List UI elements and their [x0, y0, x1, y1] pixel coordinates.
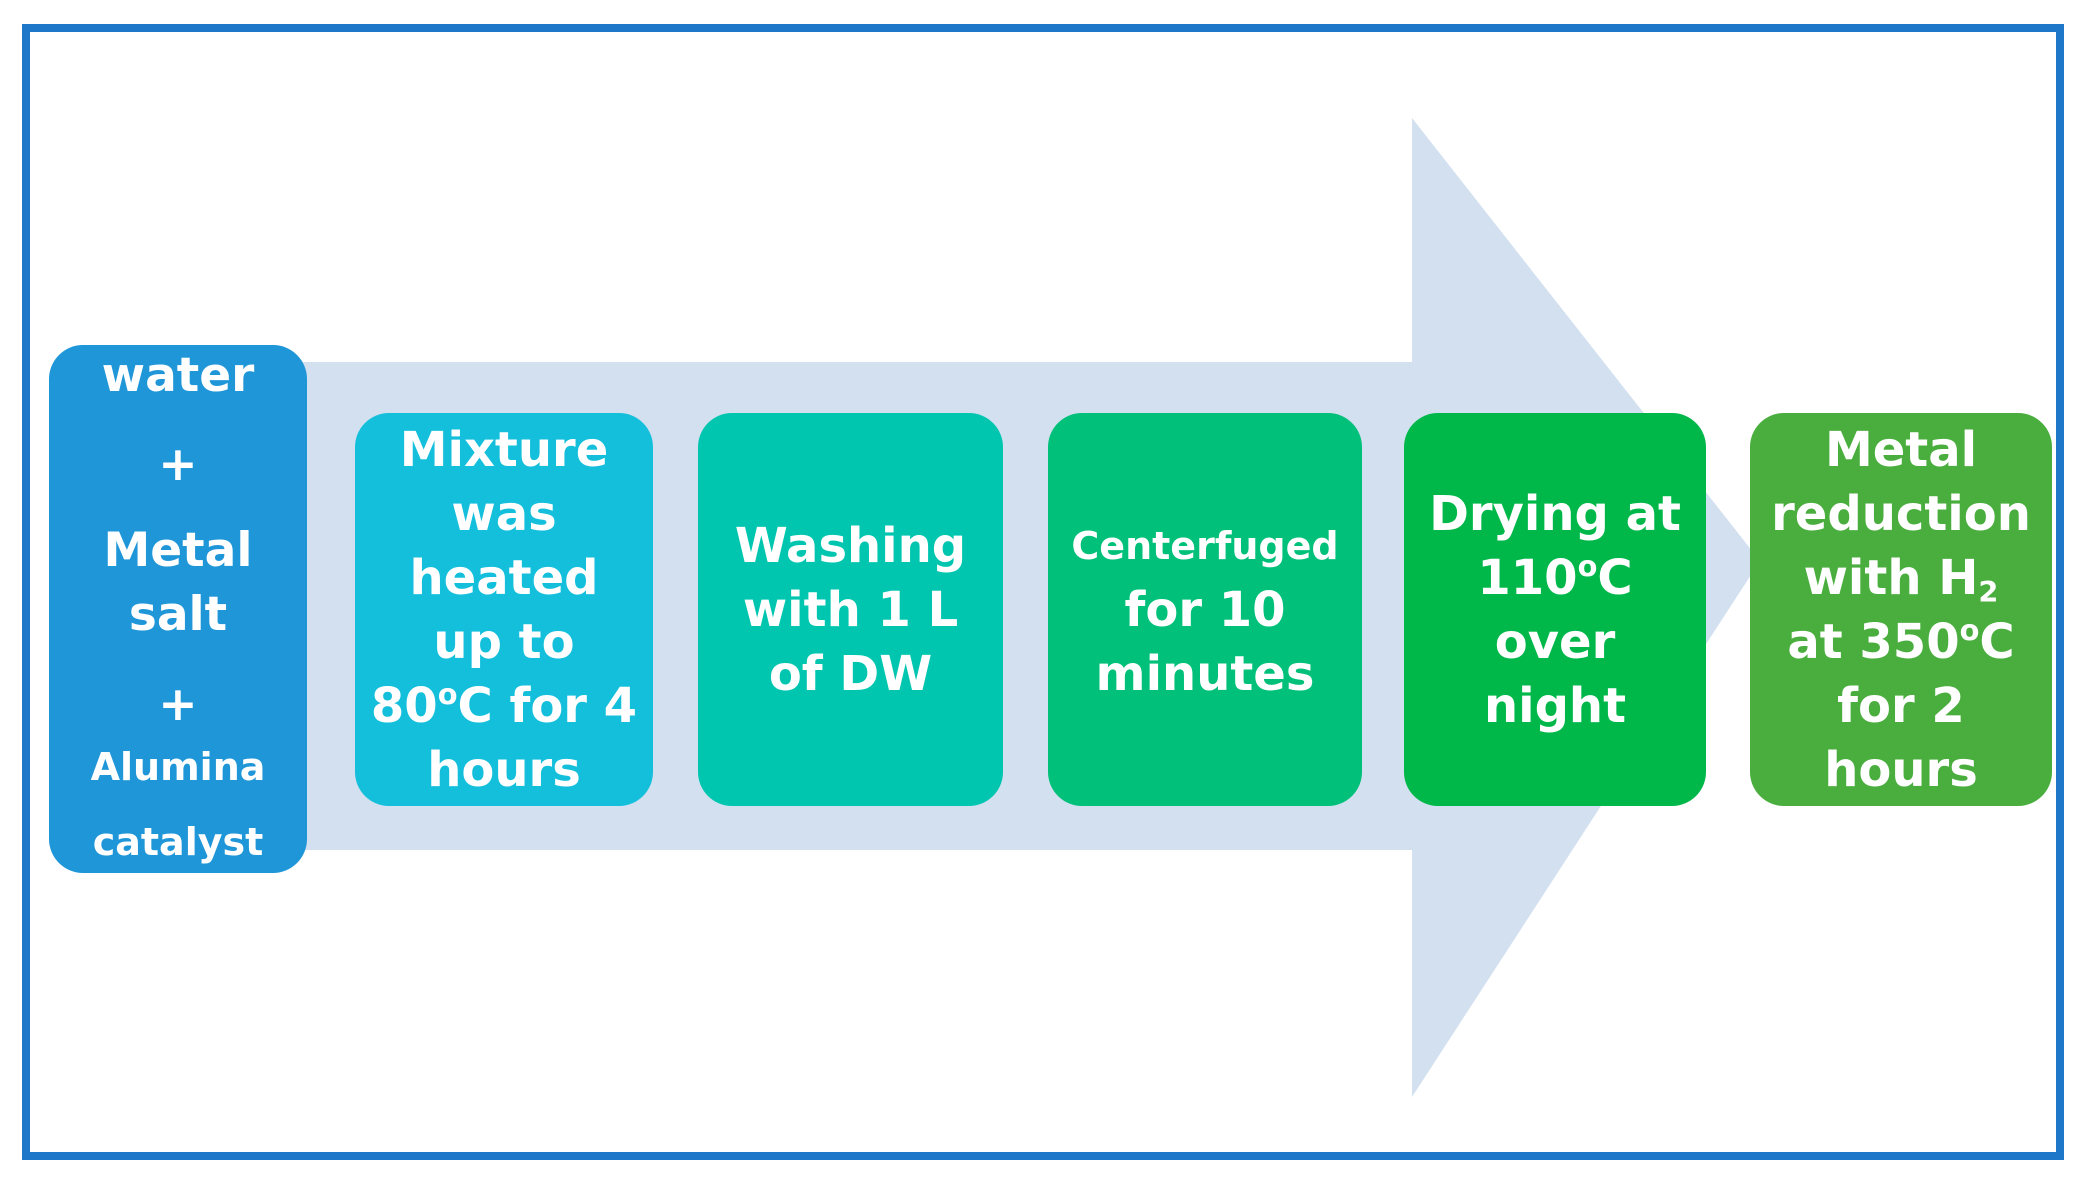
temperature-value: at 350 — [1787, 613, 1960, 670]
step-line: Alumina — [90, 745, 266, 789]
step-line: Metal — [1824, 421, 1978, 478]
step-line: + — [158, 437, 198, 492]
step-line: Washing — [734, 517, 967, 574]
step-line: Centerfuged — [1071, 523, 1339, 568]
degree-sign: o — [1577, 549, 1598, 584]
step-line: with H2 — [1804, 546, 1999, 610]
step-line: at 350oC — [1787, 610, 2014, 674]
step-line-rest: C for 4 — [457, 677, 638, 734]
step-centrifuge: Centerfuged for 10 minutes — [1048, 413, 1362, 806]
step-line: up to — [433, 613, 575, 670]
step-line: over — [1494, 613, 1616, 670]
step-line: minutes — [1095, 645, 1315, 702]
step-line: of DW — [768, 645, 933, 702]
temperature-value: 110 — [1477, 549, 1578, 606]
step-line: reduction — [1771, 485, 2031, 542]
step-line: Drying at — [1429, 485, 1681, 542]
step-line: hours — [427, 741, 581, 798]
step-line: Metal — [103, 523, 253, 578]
step-line: Mixture — [399, 421, 609, 478]
hydrogen-subscript: 2 — [1978, 575, 1999, 610]
step-line: was — [451, 485, 557, 542]
step-washing: Washing with 1 L of DW — [698, 413, 1003, 806]
temperature-unit: C — [1979, 613, 2015, 670]
step-line: salt — [128, 587, 228, 642]
step-line: catalyst — [92, 820, 264, 864]
step-heating: Mixture was heated up to 80oC for 4 hour… — [355, 413, 653, 806]
step-reduction: Metal reduction with H2 at 350oC for 2 h… — [1750, 413, 2052, 806]
step-line: hours — [1824, 741, 1978, 798]
step-line: heated — [409, 549, 599, 606]
step-line: water — [101, 348, 255, 403]
step-drying: Drying at 110oC over night — [1404, 413, 1706, 806]
arrow-shape — [300, 118, 1760, 1097]
degree-sign: o — [437, 677, 458, 712]
step-line: with 1 L — [742, 581, 959, 638]
step-line: for 10 — [1124, 581, 1286, 638]
step-reagents: water + Metal salt + Alumina catalyst — [49, 345, 307, 873]
degree-sign: o — [1959, 613, 1980, 648]
step-line: night — [1483, 677, 1627, 734]
step-line: + — [158, 677, 198, 732]
temperature-value: 80 — [370, 677, 438, 734]
temperature-unit: C — [1597, 549, 1633, 606]
step-line: 80oC for 4 — [371, 674, 637, 738]
step-line-text: with H — [1803, 549, 1979, 606]
step-line: 110oC — [1477, 546, 1632, 610]
step-line: for 2 — [1837, 677, 1965, 734]
